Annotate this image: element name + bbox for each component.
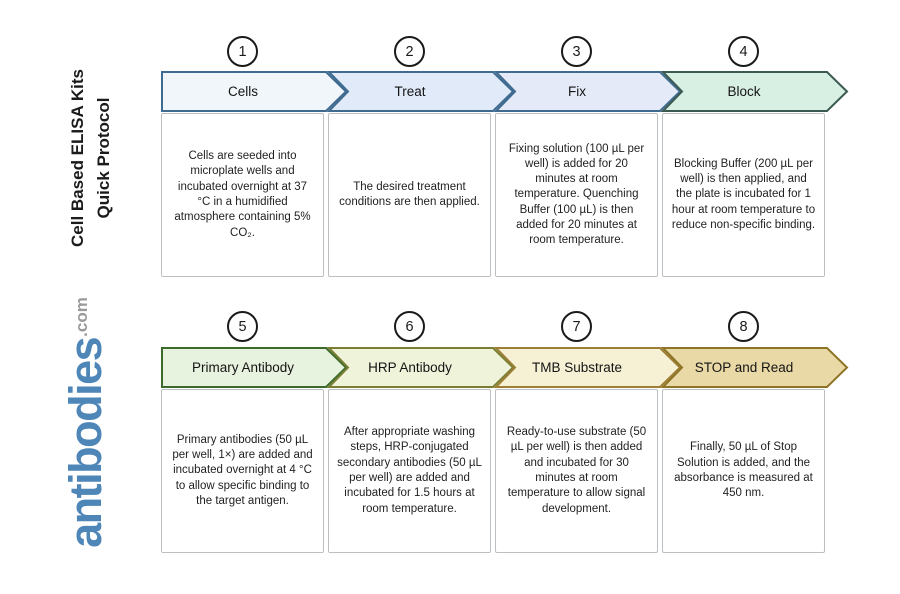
step-2-label: Treat xyxy=(394,84,426,99)
step-8-description-box: Finally, 50 µL of Stop Solution is added… xyxy=(662,389,825,553)
step-6-description-box: After appropriate washing steps, HRP-con… xyxy=(328,389,491,553)
step-1-circle: 1 xyxy=(161,36,324,67)
step-4-arrow: Block xyxy=(660,71,849,112)
step-1-arrow: Cells xyxy=(161,71,348,112)
step-7-description-box: Ready-to-use substrate (50 µL per well) … xyxy=(495,389,658,553)
protocol-title-line2: Quick Protocol xyxy=(94,97,114,219)
step-5-circle: 5 xyxy=(161,311,324,342)
protocol-title: Cell Based ELISA Kits Quick Protocol xyxy=(65,33,121,283)
step-1-label: Cells xyxy=(227,84,258,99)
step-2-description-box: The desired treatment conditions are the… xyxy=(328,113,491,277)
step-7-description: Ready-to-use substrate (50 µL per well) … xyxy=(506,426,647,515)
step-5-number: 5 xyxy=(227,311,258,342)
logo-com-text: .com xyxy=(72,297,91,337)
step-2-number: 2 xyxy=(394,36,425,67)
step-4-circle: 4 xyxy=(662,36,825,67)
arrow-right-icon xyxy=(326,347,515,388)
step-6-arrow: HRP Antibody xyxy=(326,347,515,388)
step-3-number: 3 xyxy=(561,36,592,67)
step-8-description: Finally, 50 µL of Stop Solution is added… xyxy=(674,441,813,500)
step-7-circle: 7 xyxy=(495,311,658,342)
step-2-description: The desired treatment conditions are the… xyxy=(339,180,480,208)
step-8-number: 8 xyxy=(728,311,759,342)
step-4-number: 4 xyxy=(728,36,759,67)
arrow-right-icon xyxy=(660,71,849,112)
step-4-description: Blocking Buffer (200 µL per well) is the… xyxy=(671,157,816,231)
step-1-description-box: Cells are seeded into microplate wells a… xyxy=(161,113,324,277)
step-5-description-box: Primary antibodies (50 µL per well, 1×) … xyxy=(161,389,324,553)
brand-logo: antibodies.com xyxy=(60,278,140,568)
step-4-description-box: Blocking Buffer (200 µL per well) is the… xyxy=(662,113,825,277)
step-8-circle: 8 xyxy=(662,311,825,342)
arrow-right-icon xyxy=(493,347,682,388)
logo-antibodies-text: antibodies xyxy=(60,337,111,548)
step-7-number: 7 xyxy=(561,311,592,342)
step-4-label: Block xyxy=(727,84,761,99)
step-3-label: Fix xyxy=(568,84,586,99)
step-1-number: 1 xyxy=(227,36,258,67)
step-3-circle: 3 xyxy=(495,36,658,67)
step-7-label: TMB Substrate xyxy=(531,360,623,375)
step-3-description: Fixing solution (100 µL per well) is add… xyxy=(508,142,645,247)
step-6-label: HRP Antibody xyxy=(368,360,452,375)
step-3-arrow: Fix xyxy=(493,71,682,112)
step-8-arrow: STOP and Read xyxy=(660,347,849,388)
step-2-arrow: Treat xyxy=(326,71,515,112)
step-6-description: After appropriate washing steps, HRP-con… xyxy=(337,426,482,515)
protocol-title-line1: Cell Based ELISA Kits xyxy=(68,69,87,247)
arrow-right-icon xyxy=(660,347,849,388)
step-6-circle: 6 xyxy=(328,311,491,342)
step-7-arrow: TMB Substrate xyxy=(493,347,682,388)
arrow-right-icon xyxy=(493,71,682,112)
step-1-description: Cells are seeded into microplate wells a… xyxy=(174,150,311,239)
arrow-right-icon xyxy=(161,347,348,388)
step-2-circle: 2 xyxy=(328,36,491,67)
arrow-right-icon xyxy=(326,71,515,112)
step-6-number: 6 xyxy=(394,311,425,342)
step-5-label: Primary Antibody xyxy=(191,360,295,375)
arrow-right-icon xyxy=(161,71,348,112)
step-3-description-box: Fixing solution (100 µL per well) is add… xyxy=(495,113,658,277)
step-5-description: Primary antibodies (50 µL per well, 1×) … xyxy=(172,433,313,507)
step-5-arrow: Primary Antibody xyxy=(161,347,348,388)
step-8-label: STOP and Read xyxy=(694,360,794,375)
